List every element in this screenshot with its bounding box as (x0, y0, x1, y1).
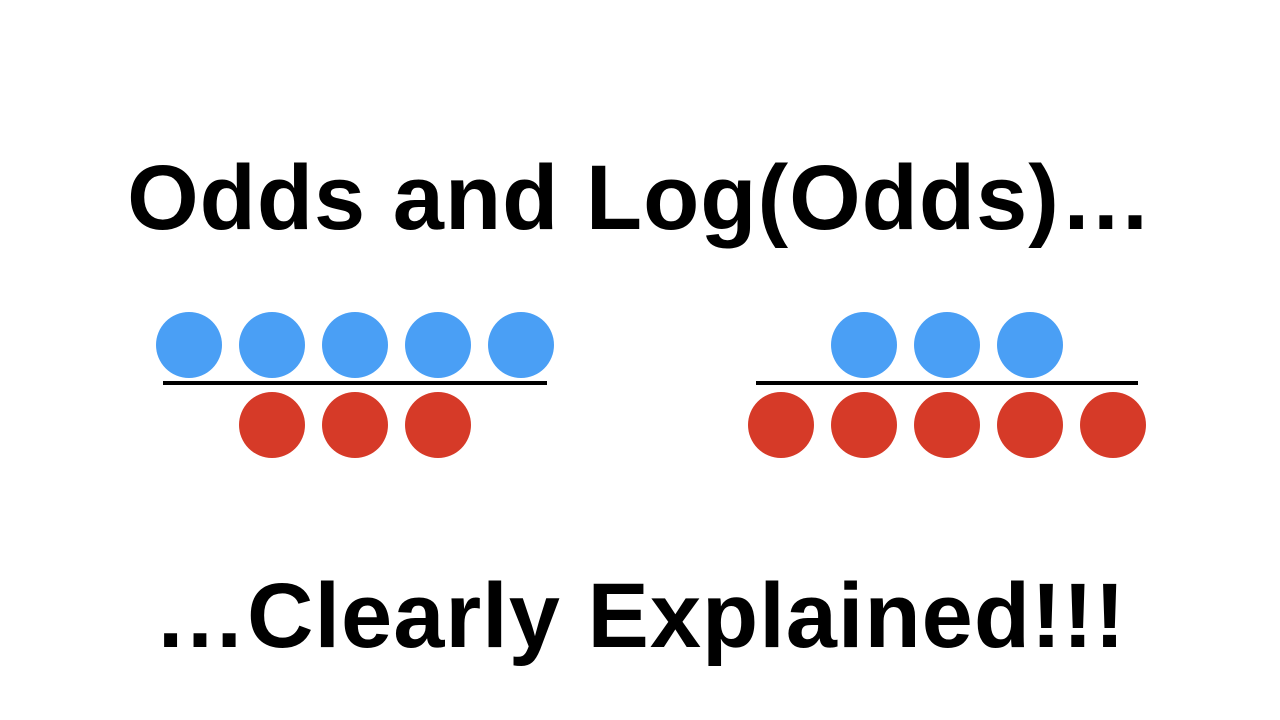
red-dot (914, 392, 980, 458)
red-dot (748, 392, 814, 458)
blue-dot (322, 312, 388, 378)
red-dot (997, 392, 1063, 458)
blue-dot (156, 312, 222, 378)
blue-dot (997, 312, 1063, 378)
ratio-left (156, 312, 554, 458)
blue-dot (488, 312, 554, 378)
page-title: Odds and Log(Odds)… (127, 147, 1153, 249)
blue-dot (914, 312, 980, 378)
blue-dot (405, 312, 471, 378)
red-dot (405, 392, 471, 458)
red-dot (831, 392, 897, 458)
ratio-right (748, 312, 1146, 458)
page-subtitle: …Clearly Explained!!! (154, 565, 1126, 667)
red-dot (239, 392, 305, 458)
blue-dot (831, 312, 897, 378)
blue-dot (239, 312, 305, 378)
red-dot (322, 392, 388, 458)
red-dot (1080, 392, 1146, 458)
